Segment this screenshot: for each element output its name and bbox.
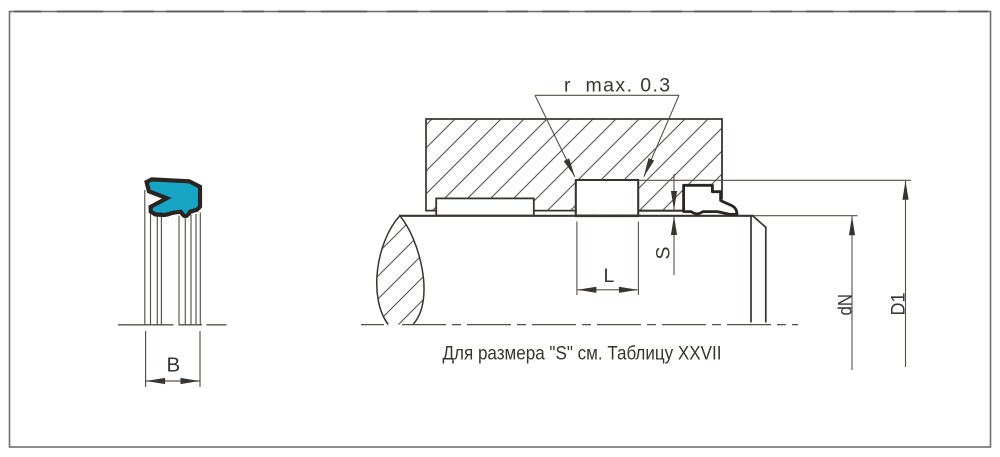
svg-text:L: L — [604, 265, 615, 287]
svg-text:B: B — [167, 354, 181, 377]
svg-text:r max. 0.3: r max. 0.3 — [564, 75, 672, 97]
svg-text:S: S — [653, 246, 675, 259]
svg-text:dN: dN — [835, 294, 857, 316]
svg-text:D1: D1 — [888, 293, 910, 316]
svg-text:Для размера "S" см. Таблицу XX: Для размера "S" см. Таблицу XXVII — [443, 343, 722, 365]
